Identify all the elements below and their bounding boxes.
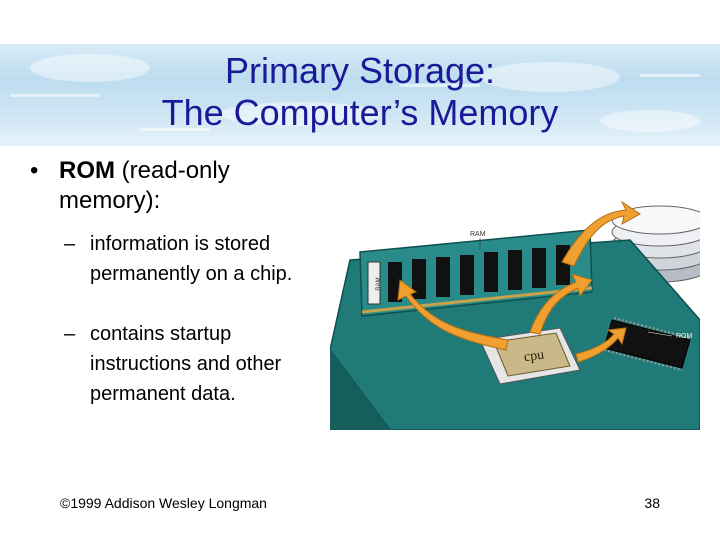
sub-bullet-text: information is stored permanently on a c… [90,233,293,285]
bullet-marker: • [30,157,39,184]
title-line-2: The Computer’s Memory [161,92,559,133]
sub-bullet-2: – contains startup instructions and othe… [64,319,324,409]
sub-bullet-text: contains startup instructions and other … [90,323,282,405]
cpu-label: cpu [523,348,545,366]
bullet-rom: • ROM (read-only memory): [30,156,330,216]
rom-label: ROM [676,333,693,340]
sub-bullet-1: – information is stored permanently on a… [64,229,324,289]
sub-bullet-marker: – [64,233,76,255]
slide-title: Primary Storage: The Computer’s Memory [0,50,720,134]
title-line-1: Primary Storage: [224,50,496,91]
data-flow-arrows [397,200,641,363]
ram-module: RAM [359,229,593,317]
rom-illustration: RAM RAM ROM cpu [330,200,700,430]
ram-label: RAM [470,231,486,238]
bullet-term: ROM [59,157,115,184]
ram-module-label: RAM [376,277,382,290]
sub-bullet-marker: – [64,323,76,345]
slide-number: 38 [644,495,660,511]
copyright-footer: ©1999 Addison Wesley Longman [60,495,267,511]
title-background [0,44,720,146]
bullet-text: (read-only memory): [59,157,230,214]
